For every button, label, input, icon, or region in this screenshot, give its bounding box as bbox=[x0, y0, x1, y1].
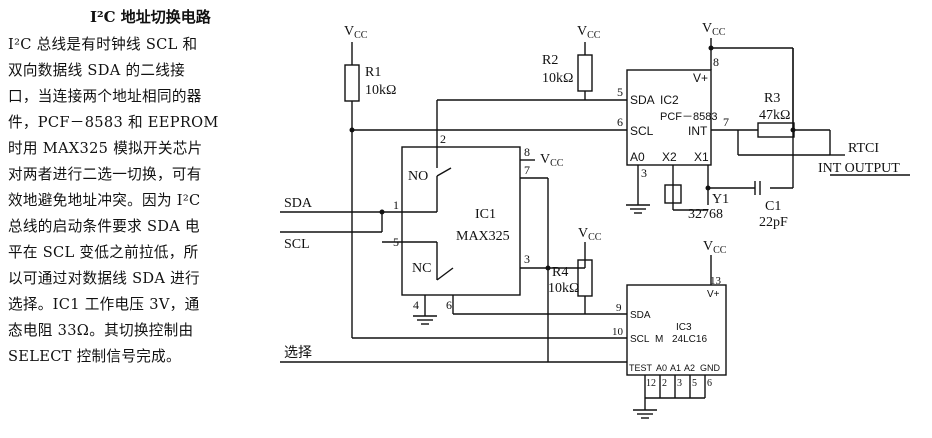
r1-value: 10kΩ bbox=[365, 83, 396, 98]
vcc-label-ic3: VCC bbox=[703, 239, 727, 256]
ic3-gnd-label: GND bbox=[700, 363, 721, 373]
ic3-m-label: M bbox=[655, 334, 663, 345]
ic1-pin-2: 2 bbox=[440, 132, 446, 146]
body-line-11: 选择。IC1 工作电压 3V，通 bbox=[8, 296, 200, 313]
r2-resistor bbox=[577, 54, 593, 92]
ic3-a2-label: A2 bbox=[684, 363, 695, 373]
ic2-pin-3: 3 bbox=[641, 166, 647, 180]
ic3-vplus-label: V+ bbox=[707, 289, 720, 300]
r4-value: 10kΩ bbox=[548, 281, 579, 296]
sda-signal-label: SDA bbox=[284, 196, 313, 211]
ic3-a1-label: A1 bbox=[670, 363, 681, 373]
ic1-chip bbox=[401, 146, 521, 296]
article-title: I²C 地址切换电路 bbox=[90, 8, 211, 26]
ic1-pin-7: 7 bbox=[524, 163, 530, 177]
body-line-8: 总线的启动条件要求 SDA 电 bbox=[8, 218, 200, 235]
r3-value: 47kΩ bbox=[759, 108, 790, 123]
ground-icon-ic3 bbox=[633, 409, 657, 419]
ic3-pin-9: 9 bbox=[616, 302, 622, 314]
ic1-pin-1: 1 bbox=[393, 198, 399, 212]
select-signal-label: 选择 bbox=[284, 345, 312, 361]
ic2-x1-label: X1 bbox=[694, 150, 709, 164]
ic3-chip bbox=[626, 284, 727, 376]
body-line-1: I²C 总线是有时钟线 SCL 和 bbox=[8, 36, 198, 53]
ic3-part: 24LC16 bbox=[672, 334, 707, 345]
body-line-13: SELECT 控制信号完成。 bbox=[8, 348, 181, 365]
ic2-part: PCF－8583 bbox=[660, 111, 717, 123]
vcc-label-ic1: VCC bbox=[540, 152, 564, 169]
body-line-7: 效地避免地址冲突。因为 I²C bbox=[8, 192, 201, 209]
ic2-a0-label: A0 bbox=[630, 150, 645, 164]
body-line-2: 双向数据线 SDA 的二线接 bbox=[8, 62, 186, 79]
ic2-x2-label: X2 bbox=[662, 150, 677, 164]
ground-icon-ic2 bbox=[626, 204, 650, 214]
ic2-pin-6: 6 bbox=[617, 115, 623, 129]
body-line-5: 时用 MAX325 模拟开关芯片 bbox=[8, 140, 203, 157]
ic3-test-label: TEST bbox=[629, 363, 653, 373]
r2-value: 10kΩ bbox=[542, 71, 573, 86]
ic3-scl-label: SCL bbox=[630, 334, 650, 345]
scl-signal-label: SCL bbox=[284, 237, 310, 252]
ic2-pin-7: 7 bbox=[723, 115, 729, 129]
body-line-9: 平在 SCL 变低之前拉低，所 bbox=[8, 244, 199, 261]
r1-resistor bbox=[344, 64, 360, 102]
vcc-label-ic2: VCC bbox=[702, 21, 726, 38]
i2c-switch-schematic: VCC VCC VCC VCC VCC VCC R1 10kΩ R2 10kΩ … bbox=[280, 21, 910, 419]
ic1-pin-6: 6 bbox=[446, 298, 452, 312]
c1-label: C1 bbox=[765, 199, 781, 214]
r2-label: R2 bbox=[542, 53, 558, 68]
ic3-pin-2: 2 bbox=[662, 378, 667, 389]
y1-crystal bbox=[664, 184, 682, 204]
ic2-sda-label: SDA bbox=[630, 93, 655, 107]
article-text: I²C 地址切换电路 I²C 总线是有时钟线 SCL 和 双向数据线 SDA 的… bbox=[0, 0, 278, 438]
ic3-pin-10: 10 bbox=[612, 326, 624, 338]
ic3-pin-3: 3 bbox=[677, 378, 682, 389]
ic1-pin-5: 5 bbox=[393, 235, 399, 249]
ic1-no-label: NO bbox=[408, 169, 428, 184]
int-output-label: INT OUTPUT bbox=[818, 161, 900, 176]
ic1-pin-8: 8 bbox=[524, 145, 530, 159]
ic2-chip bbox=[626, 69, 712, 166]
body-line-10: 以可通过对数据线 SDA 进行 bbox=[8, 270, 200, 287]
body-line-4: 件，PCF－8583 和 EEPROM bbox=[8, 114, 219, 131]
vcc-label-r1: VCC bbox=[344, 24, 368, 41]
ic3-pin-1-2: 12 bbox=[646, 378, 656, 389]
ic2-scl-label: SCL bbox=[630, 124, 654, 138]
ic1-pin-3: 3 bbox=[524, 252, 530, 266]
body-line-3: 口，当连接两个地址相同的器 bbox=[8, 88, 202, 105]
ground-icon-ic1 bbox=[413, 315, 437, 325]
r3-label: R3 bbox=[764, 91, 780, 106]
rtci-label: RTCI bbox=[848, 141, 879, 156]
c1-value: 22pF bbox=[759, 215, 788, 230]
body-line-12: 态电阻 33Ω。其切换控制由 bbox=[8, 322, 194, 339]
ic2-pin-8: 8 bbox=[713, 55, 719, 69]
ic3-pin-13: 13 bbox=[710, 275, 722, 287]
vcc-label-r4: VCC bbox=[578, 226, 602, 243]
body-line-6: 对两者进行二选一切换，可有 bbox=[8, 166, 202, 183]
r3-resistor bbox=[757, 122, 795, 138]
r1-label: R1 bbox=[365, 65, 381, 80]
ic3-sda-label: SDA bbox=[630, 310, 651, 321]
ic1-pin-4: 4 bbox=[413, 298, 419, 312]
ic2-pin-5: 5 bbox=[617, 85, 623, 99]
ic2-int-label: INT bbox=[688, 124, 708, 138]
y1-value: 32768 bbox=[688, 207, 723, 222]
ic3-name: IC3 bbox=[676, 322, 692, 333]
r4-label: R4 bbox=[552, 265, 568, 280]
ic1-nc-label: NC bbox=[412, 261, 431, 276]
vcc-label-r2: VCC bbox=[577, 24, 601, 41]
ic3-a0-label: A0 bbox=[656, 363, 667, 373]
ic1-part: MAX325 bbox=[456, 229, 510, 244]
ic2-name: IC2 bbox=[660, 93, 679, 107]
y1-label: Y1 bbox=[712, 192, 729, 207]
ic1-name: IC1 bbox=[475, 207, 496, 222]
ic3-pin-5: 5 bbox=[692, 378, 697, 389]
ic3-pin-6: 6 bbox=[707, 378, 712, 389]
ic2-vplus-label: V+ bbox=[693, 71, 708, 85]
